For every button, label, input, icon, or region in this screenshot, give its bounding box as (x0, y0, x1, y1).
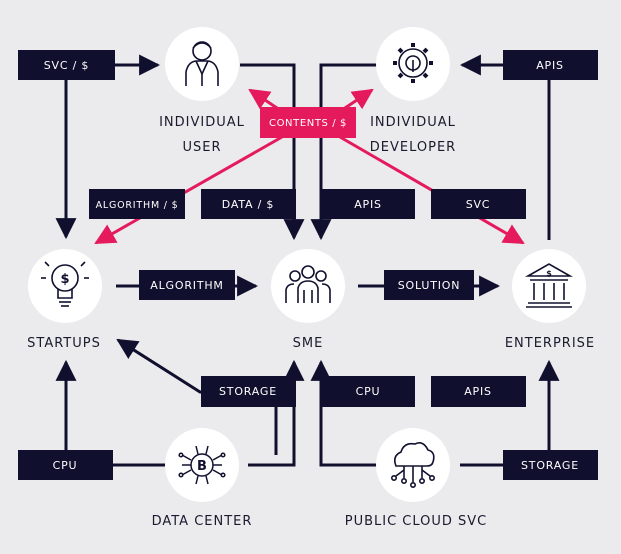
label-individual-user-line1: INDIVIDUAL (159, 115, 245, 130)
label-data-center: DATA CENTER (152, 514, 253, 529)
label-solution: SOLUTION (398, 279, 461, 292)
label-apis-mid: APIS (354, 198, 382, 211)
gear-icon (393, 43, 433, 83)
node-data-center: B DATA CENTER (152, 428, 253, 529)
label-box-apis-top: APIS (503, 50, 598, 80)
node-enterprise: $ ENTERPRISE (505, 249, 595, 351)
line-user-to-sme (240, 63, 305, 241)
cloud-network-icon (390, 442, 435, 488)
label-cpu-mid: CPU (356, 385, 381, 398)
label-box-data-dollar: DATA / $ (201, 189, 296, 219)
label-individual-developer-line1: INDIVIDUAL (370, 115, 456, 130)
line-datacenter-to-startups (55, 359, 166, 467)
label-storage-right: STORAGE (521, 459, 579, 472)
line-developer-to-sme (310, 63, 378, 241)
label-cpu-left: CPU (53, 459, 78, 472)
label-public-cloud: PUBLIC CLOUD SVC (345, 514, 488, 529)
label-enterprise: ENTERPRISE (505, 336, 595, 351)
label-box-svc-mid: SVC (431, 189, 526, 219)
node-individual-developer: INDIVIDUAL DEVELOPER (370, 27, 456, 155)
label-box-contents-dollar: CONTENTS / $ (260, 107, 356, 138)
label-startups: STARTUPS (27, 336, 101, 351)
svg-text:$: $ (546, 269, 552, 278)
label-individual-developer-line2: DEVELOPER (370, 140, 456, 155)
label-box-apis-mid: APIS (322, 189, 415, 219)
label-box-algorithm-dollar: ALGORITHM / $ (89, 189, 185, 219)
label-contents-dollar: CONTENTS / $ (269, 118, 347, 129)
node-sme: SME (271, 249, 345, 351)
label-svc-mid: SVC (466, 198, 491, 211)
svg-text:$: $ (60, 272, 69, 287)
label-storage-left: STORAGE (219, 385, 277, 398)
node-startups: $ STARTUPS (27, 249, 102, 351)
label-individual-user-line2: USER (182, 140, 221, 155)
label-box-cpu-left: CPU (18, 450, 113, 480)
lightbulb-dollar-icon (41, 261, 89, 307)
line-cloud-to-sme (310, 359, 378, 467)
label-box-storage-right: STORAGE (503, 450, 598, 480)
label-box-solution: SOLUTION (384, 270, 474, 300)
label-box-algorithm: ALGORITHM (139, 270, 235, 300)
label-algorithm-dollar: ALGORITHM / $ (96, 200, 179, 211)
label-box-svc-dollar: SVC / $ (18, 50, 115, 80)
group-icon (285, 265, 331, 303)
label-box-cpu-mid: CPU (322, 376, 415, 407)
label-box-storage-left: STORAGE (201, 376, 296, 407)
label-apis-bottom: APIS (464, 385, 492, 398)
svg-text:B: B (197, 459, 207, 474)
node-public-cloud: PUBLIC CLOUD SVC (345, 428, 488, 529)
label-data-dollar: DATA / $ (222, 198, 274, 211)
node-individual-user: INDIVIDUAL USER (159, 27, 245, 155)
label-sme: SME (293, 336, 324, 351)
bank-building-icon (524, 263, 574, 308)
label-apis-top: APIS (536, 59, 564, 72)
label-algorithm: ALGORITHM (150, 279, 223, 292)
bitcoin-chip-icon (178, 445, 226, 485)
label-svc-dollar: SVC / $ (44, 59, 90, 72)
label-box-apis-bottom: APIS (431, 376, 526, 407)
pink-line-to-startups (94, 135, 283, 245)
person-icon (185, 41, 219, 86)
